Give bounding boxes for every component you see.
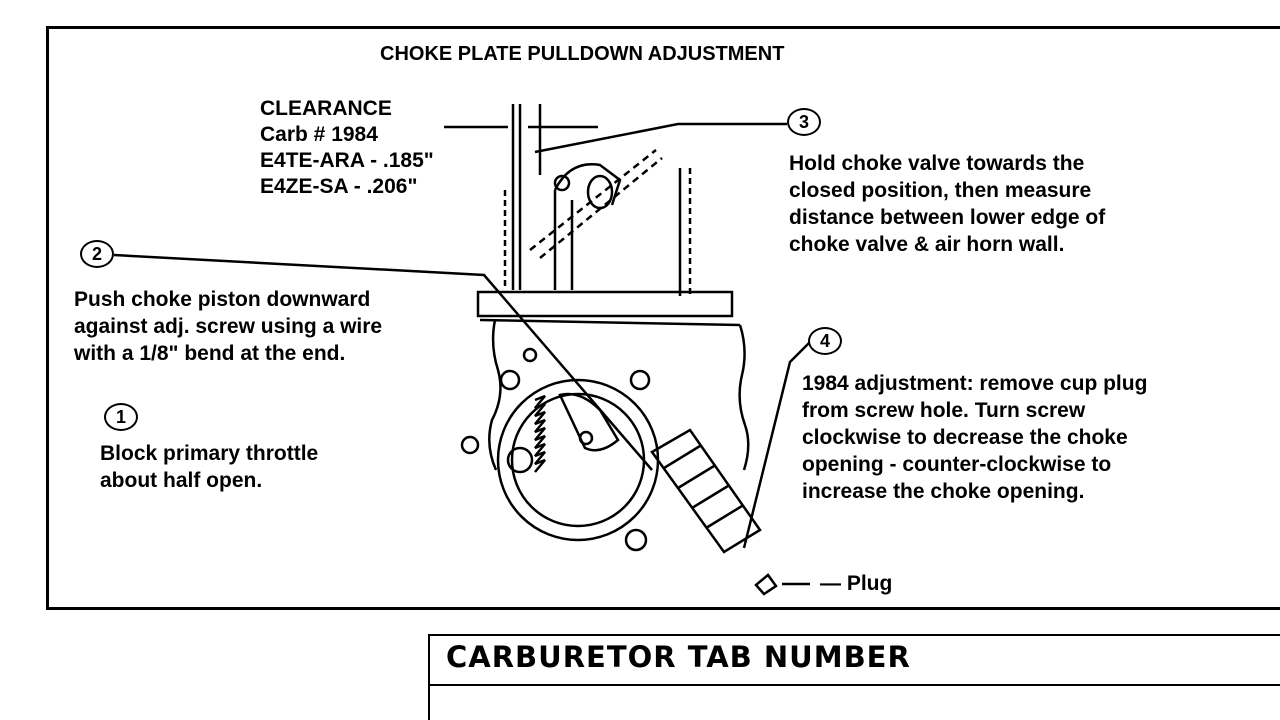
- tab-section-divider: [430, 684, 1280, 686]
- step-3-line: distance between lower edge of: [789, 206, 1106, 229]
- step-4-line: increase the choke opening.: [802, 480, 1085, 503]
- step-badge-3: 3: [787, 108, 821, 136]
- clearance-spec-2: E4ZE-SA - .206": [260, 175, 418, 198]
- step-2-text: Push choke piston downward against adj. …: [74, 286, 382, 367]
- step-4-line: 1984 adjustment: remove cup plug: [802, 372, 1148, 395]
- step-3-line: choke valve & air horn wall.: [789, 233, 1065, 256]
- step-2-line: against adj. screw using a wire: [74, 315, 383, 338]
- clearance-spec-1: E4TE-ARA - .185": [260, 149, 434, 172]
- plug-label: — Plug: [820, 572, 893, 595]
- step-3-text: Hold choke valve towards the closed posi…: [789, 150, 1105, 258]
- diagram-frame: [46, 26, 1280, 610]
- tab-section-title: CARBURETOR TAB NUMBER: [446, 640, 911, 674]
- step-3-line: closed position, then measure: [789, 179, 1092, 202]
- step-1-line: Block primary throttle: [100, 442, 319, 465]
- clearance-spec-block: CLEARANCE Carb # 1984 E4TE-ARA - .185" E…: [260, 96, 434, 200]
- carburetor-tab-section: CARBURETOR TAB NUMBER: [428, 634, 1280, 720]
- step-badge-2: 2: [80, 240, 114, 268]
- clearance-heading: CLEARANCE: [260, 97, 392, 120]
- step-4-text: 1984 adjustment: remove cup plug from sc…: [802, 370, 1147, 505]
- step-badge-1: 1: [104, 403, 138, 431]
- step-badge-4: 4: [808, 327, 842, 355]
- carb-number: Carb # 1984: [260, 123, 378, 146]
- step-4-line: opening - counter-clockwise to: [802, 453, 1112, 476]
- step-1-line: about half open.: [100, 469, 263, 492]
- step-2-line: with a 1/8" bend at the end.: [74, 342, 346, 365]
- step-4-line: clockwise to decrease the choke: [802, 426, 1128, 449]
- diagram-title: CHOKE PLATE PULLDOWN ADJUSTMENT: [380, 43, 785, 65]
- step-2-line: Push choke piston downward: [74, 288, 371, 311]
- step-1-text: Block primary throttle about half open.: [100, 440, 318, 494]
- step-4-line: from screw hole. Turn screw: [802, 399, 1086, 422]
- step-3-line: Hold choke valve towards the: [789, 152, 1085, 175]
